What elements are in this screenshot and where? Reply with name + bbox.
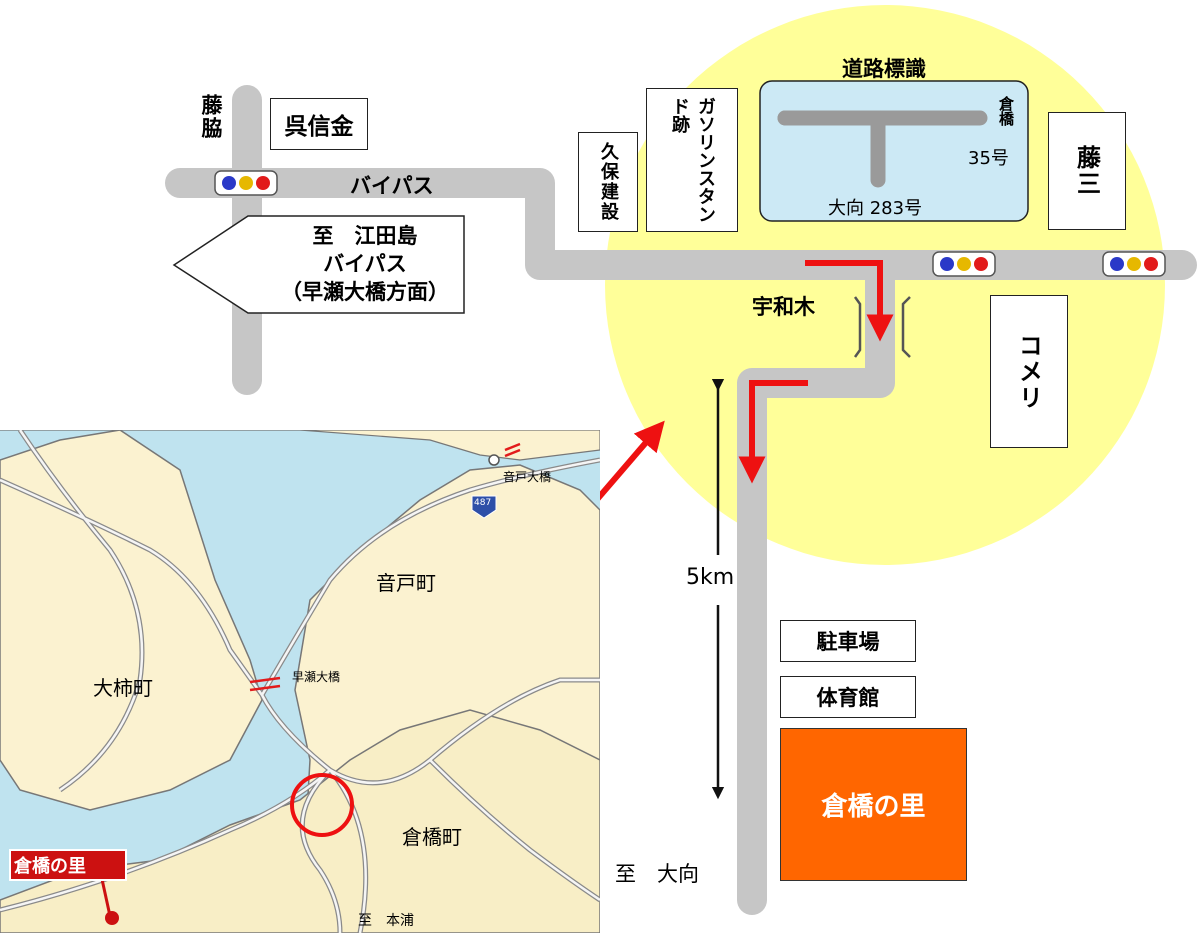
highlight-ring xyxy=(290,773,354,837)
bridge-marker xyxy=(853,296,911,358)
bypass-label: バイパス xyxy=(350,174,434,198)
kurahashicho-label: 倉橋町 xyxy=(402,825,462,849)
komeri-box: コメリ xyxy=(990,295,1068,448)
uwagi-label: 宇和木 xyxy=(752,295,815,319)
destination-tag-bg xyxy=(9,849,127,881)
area-map-svg xyxy=(0,430,600,933)
destination-box: 倉橋の里 xyxy=(780,728,967,881)
road-sign-junction xyxy=(777,110,988,188)
fujisan-box: 藤三 xyxy=(1048,112,1126,230)
etajima-direction-sign xyxy=(172,215,465,314)
ogakicho-label: 大柿町 xyxy=(93,676,153,700)
sign-onata: 大向 283号 xyxy=(828,198,923,219)
route-487-label: 487 xyxy=(474,498,492,508)
gym-box: 体育館 xyxy=(780,676,916,718)
route-arrow-1 xyxy=(805,260,894,342)
etajima-direction-text: 至 江田島 バイパス （早瀬大橋方面） xyxy=(281,224,449,304)
sign-route35: 35号 xyxy=(968,148,1009,169)
gas-station-box: ガソリンスタンド跡 xyxy=(646,88,738,232)
sign-kurahashi: 倉橋 xyxy=(997,96,1015,126)
fujiwaki-label: 藤脇 xyxy=(199,94,223,140)
ondocho-label: 音戸町 xyxy=(376,571,436,595)
destination-pin xyxy=(105,911,119,925)
to-honura-label: 至 本浦 xyxy=(358,913,414,929)
road-sign-title: 道路標識 xyxy=(842,57,926,81)
destination-tag: 倉橋の里 xyxy=(14,856,86,877)
hayase-ohashi-label: 早瀬大橋 xyxy=(292,670,341,684)
route-487-badge xyxy=(471,495,497,519)
kureshinkin-box: 呉信金 xyxy=(270,98,368,150)
traffic-signal-1 xyxy=(214,170,278,196)
ondo-bridge-icon xyxy=(488,454,500,466)
kubo-kensetsu-box: 久保建設 xyxy=(578,132,638,232)
distance-label: 5km xyxy=(686,565,735,590)
route-arrow-2 xyxy=(738,380,808,484)
area-map: 音戸町 大柿町 倉橋町 音戸大橋 早瀬大橋 487 至 本浦 倉橋の里 xyxy=(0,430,600,933)
parking-box: 駐車場 xyxy=(780,620,916,662)
ondo-ohashi-label: 音戸大橋 xyxy=(503,470,552,484)
to-onata-label: 至 大向 xyxy=(615,862,699,886)
traffic-signal-3 xyxy=(1102,251,1166,277)
bridge-icons xyxy=(249,442,521,692)
traffic-signal-2 xyxy=(932,251,996,277)
